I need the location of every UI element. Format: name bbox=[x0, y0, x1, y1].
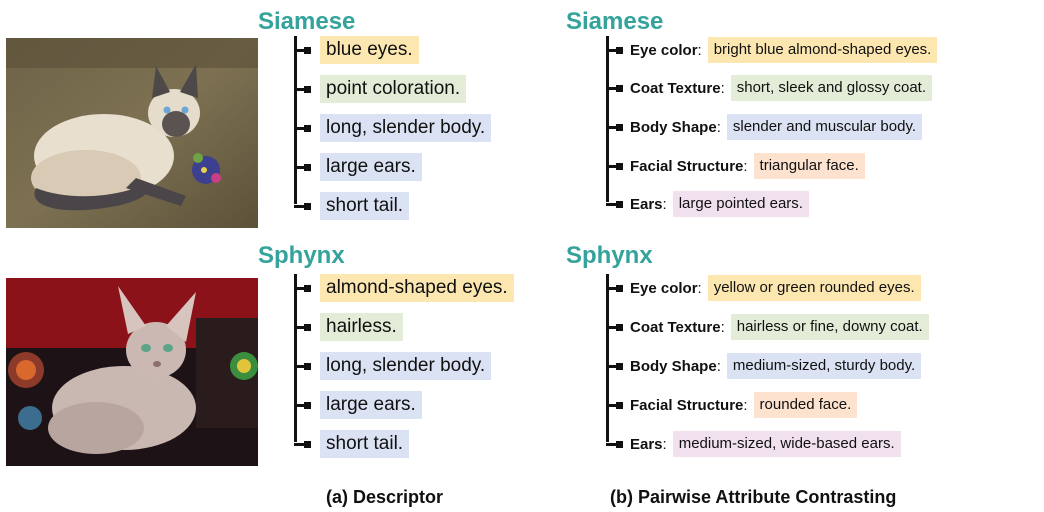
attribute-name: Body Shape bbox=[630, 119, 717, 136]
descriptor-text: long, slender body. bbox=[320, 352, 491, 380]
panel-a-siamese-descriptor-list: blue eyes. point coloration. long, slend… bbox=[294, 36, 564, 218]
list-item: Coat Texture: short, sleek and glossy coa… bbox=[606, 74, 932, 102]
attribute-separator: : bbox=[717, 358, 721, 375]
list-item: blue eyes. bbox=[294, 36, 419, 64]
descriptor-text: short tail. bbox=[320, 430, 409, 458]
branch-marker bbox=[294, 36, 314, 64]
list-item: Facial Structure: triangular face. bbox=[606, 152, 865, 180]
panel-a-caption: (a) Descriptor bbox=[326, 488, 443, 506]
list-item: hairless. bbox=[294, 313, 403, 341]
sphynx-cat-photo bbox=[6, 278, 258, 466]
descriptor-text: short tail. bbox=[320, 192, 409, 220]
branch-marker bbox=[606, 190, 626, 218]
list-item: Eye color: yellow or green rounded eyes. bbox=[606, 274, 921, 302]
descriptor-text: large ears. bbox=[320, 391, 422, 419]
attribute-name: Body Shape bbox=[630, 358, 717, 375]
attribute-name: Coat Texture bbox=[630, 80, 721, 97]
panel-b-sphynx-title: Sphynx bbox=[566, 244, 653, 268]
list-item: Body Shape: medium-sized, sturdy body. bbox=[606, 352, 921, 380]
panel-b-caption: (b) Pairwise Attribute Contrasting bbox=[610, 488, 896, 506]
attribute-value: yellow or green rounded eyes. bbox=[708, 275, 921, 301]
list-item: short tail. bbox=[294, 192, 409, 220]
panel-b-siamese-title: Siamese bbox=[566, 10, 663, 34]
panel-b-sphynx-attribute-list: Eye color:yellow or green rounded eyes. … bbox=[606, 274, 1042, 458]
attribute-value: rounded face. bbox=[754, 392, 858, 418]
descriptor-text: almond-shaped eyes. bbox=[320, 274, 514, 302]
attribute-value: triangular face. bbox=[754, 153, 865, 179]
branch-marker bbox=[606, 152, 626, 180]
branch-marker bbox=[606, 274, 626, 302]
attribute-name: Ears bbox=[630, 436, 663, 453]
branch-marker bbox=[606, 36, 626, 64]
attribute-separator: : bbox=[717, 119, 721, 136]
siamese-cat-photo bbox=[6, 38, 258, 228]
branch-marker bbox=[294, 352, 314, 380]
branch-marker bbox=[606, 113, 626, 141]
branch-marker bbox=[294, 391, 314, 419]
attribute-name: Facial Structure bbox=[630, 397, 743, 414]
branch-marker bbox=[294, 313, 314, 341]
attribute-separator: : bbox=[743, 158, 747, 175]
list-item: almond-shaped eyes. bbox=[294, 274, 514, 302]
branch-marker bbox=[606, 352, 626, 380]
list-item: Facial Structure: rounded face. bbox=[606, 391, 857, 419]
panel-a-siamese-title: Siamese bbox=[258, 10, 355, 34]
descriptor-text: hairless. bbox=[320, 313, 403, 341]
branch-marker bbox=[294, 114, 314, 142]
list-item: short tail. bbox=[294, 430, 409, 458]
list-item: long, slender body. bbox=[294, 352, 491, 380]
attribute-value: bright blue almond-shaped eyes. bbox=[708, 37, 938, 63]
attribute-value: slender and muscular body. bbox=[727, 114, 922, 140]
descriptor-text: long, slender body. bbox=[320, 114, 491, 142]
list-item: Ears: large pointed ears. bbox=[606, 190, 809, 218]
list-item: large ears. bbox=[294, 391, 422, 419]
branch-marker bbox=[294, 274, 314, 302]
descriptor-text: blue eyes. bbox=[320, 36, 419, 64]
attribute-value: medium-sized, sturdy body. bbox=[727, 353, 921, 379]
attribute-value: short, sleek and glossy coat. bbox=[731, 75, 932, 101]
list-item: Ears: medium-sized, wide-based ears. bbox=[606, 430, 901, 458]
attribute-separator: : bbox=[698, 280, 702, 297]
attribute-value: medium-sized, wide-based ears. bbox=[673, 431, 901, 457]
attribute-value: hairless or fine, downy coat. bbox=[731, 314, 929, 340]
list-item: Body Shape: slender and muscular body. bbox=[606, 113, 922, 141]
attribute-separator: : bbox=[663, 436, 667, 453]
list-item: Coat Texture: hairless or fine, downy coa… bbox=[606, 313, 929, 341]
panel-b-siamese-attribute-list: Eye color: bright blue almond-shaped eyes… bbox=[606, 36, 1042, 218]
attribute-name: Eye color bbox=[630, 280, 698, 297]
attribute-separator: : bbox=[743, 397, 747, 414]
branch-marker bbox=[294, 430, 314, 458]
panel-a-sphynx-descriptor-list: almond-shaped eyes. hairless. long, slen… bbox=[294, 274, 569, 456]
attribute-separator: : bbox=[721, 319, 725, 336]
branch-marker bbox=[606, 430, 626, 458]
list-item: point coloration. bbox=[294, 75, 466, 103]
list-item: large ears. bbox=[294, 153, 422, 181]
attribute-name: Coat Texture bbox=[630, 319, 721, 336]
list-item: Eye color: bright blue almond-shaped eyes… bbox=[606, 36, 937, 64]
descriptor-text: point coloration. bbox=[320, 75, 466, 103]
branch-marker bbox=[606, 313, 626, 341]
attribute-name: Ears bbox=[630, 196, 663, 213]
list-item: long, slender body. bbox=[294, 114, 491, 142]
branch-marker bbox=[606, 74, 626, 102]
attribute-separator: : bbox=[663, 196, 667, 213]
branch-marker bbox=[294, 192, 314, 220]
attribute-name: Facial Structure bbox=[630, 158, 743, 175]
attribute-name: Eye color bbox=[630, 42, 698, 59]
branch-marker bbox=[606, 391, 626, 419]
branch-marker bbox=[294, 153, 314, 181]
attribute-separator: : bbox=[721, 80, 725, 97]
branch-marker bbox=[294, 75, 314, 103]
attribute-separator: : bbox=[698, 42, 702, 59]
descriptor-text: large ears. bbox=[320, 153, 422, 181]
attribute-value: large pointed ears. bbox=[673, 191, 809, 217]
panel-a-sphynx-title: Sphynx bbox=[258, 244, 345, 268]
